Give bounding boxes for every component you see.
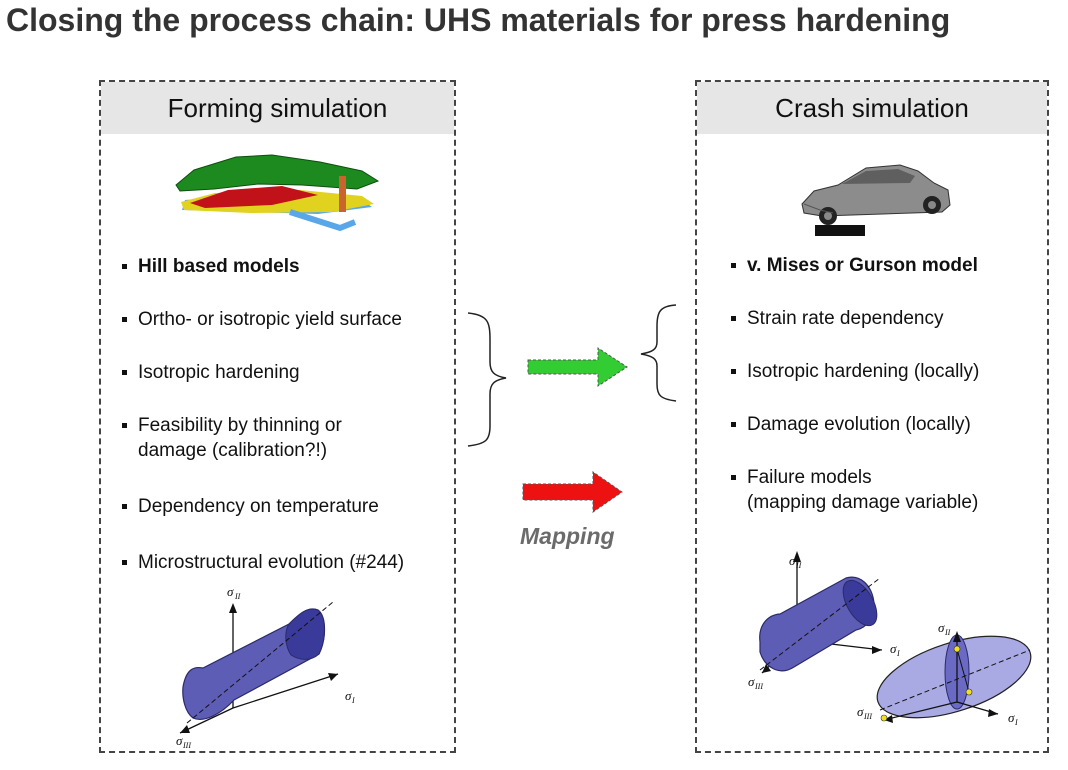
left-brace — [467, 312, 507, 447]
forming-bullet-feasibility-cont: damage (calibration?!) — [138, 440, 328, 461]
gurson-ellipsoid-icon: σ II σ I σ III — [857, 620, 1032, 727]
gurson-axis-s3: σ — [857, 704, 864, 719]
axis-label-s1-sub: I — [351, 696, 355, 705]
crash-axis-s1: σ — [890, 641, 897, 656]
forming-bullet-temperature: Dependency on temperature — [122, 494, 379, 519]
crash-bullet-failure: Failure models — [731, 465, 872, 490]
crash-bullet-failure-cont: (mapping damage variable) — [747, 492, 979, 513]
crash-axis-s3: σ — [748, 674, 755, 689]
crash-axis-s2-sub: II — [795, 561, 802, 570]
crash-panel-header: Crash simulation — [697, 82, 1047, 134]
page-title: Closing the process chain: UHS materials… — [6, 2, 951, 38]
forming-panel-header: Forming simulation — [101, 82, 454, 134]
car-icon — [801, 164, 951, 236]
green-arrow — [527, 347, 628, 387]
crash-axis-s3-sub: III — [754, 682, 763, 691]
axis-label-s3-sub: III — [182, 741, 191, 750]
axis-label-s2-sub: II — [234, 592, 241, 601]
forming-bullet-microstructure: Microstructural evolution (#244) — [122, 550, 404, 575]
axis-label-s3: σ — [176, 733, 183, 748]
forming-bullet-hardening: Isotropic hardening — [122, 360, 300, 385]
mises-cylinder-icon: σ II σ I σ III — [748, 551, 900, 691]
red-arrow — [522, 471, 623, 513]
forming-bullet-yield-surface: Ortho- or isotropic yield surface — [122, 307, 402, 332]
mapping-label: Mapping — [520, 523, 615, 549]
right-brace — [640, 304, 677, 402]
forming-bullet-hill: Hill based models — [122, 254, 300, 279]
hill-yield-surface-icon: σ II σ I σ III — [176, 584, 355, 750]
gurson-axis-s3-sub: III — [863, 712, 872, 721]
forming-part-icon — [175, 154, 380, 232]
gurson-axis-s2: σ — [938, 620, 945, 635]
axis-label-s2: σ — [227, 584, 234, 599]
gurson-axis-s1-sub: I — [1014, 718, 1018, 727]
crash-axis-s1-sub: I — [896, 649, 900, 658]
gurson-axis-s2-sub: II — [944, 628, 951, 637]
forming-bullet-feasibility: Feasibility by thinning or — [122, 413, 342, 438]
crash-bullet-hardening: Isotropic hardening (locally) — [731, 359, 979, 384]
crash-bullet-damage: Damage evolution (locally) — [731, 412, 971, 437]
crash-bullet-mises: v. Mises or Gurson model — [731, 253, 978, 278]
crash-bullet-strain-rate: Strain rate dependency — [731, 306, 943, 331]
crash-axis-s2: σ — [789, 553, 796, 568]
axis-label-s1: σ — [345, 688, 352, 703]
gurson-axis-s1: σ — [1008, 710, 1015, 725]
